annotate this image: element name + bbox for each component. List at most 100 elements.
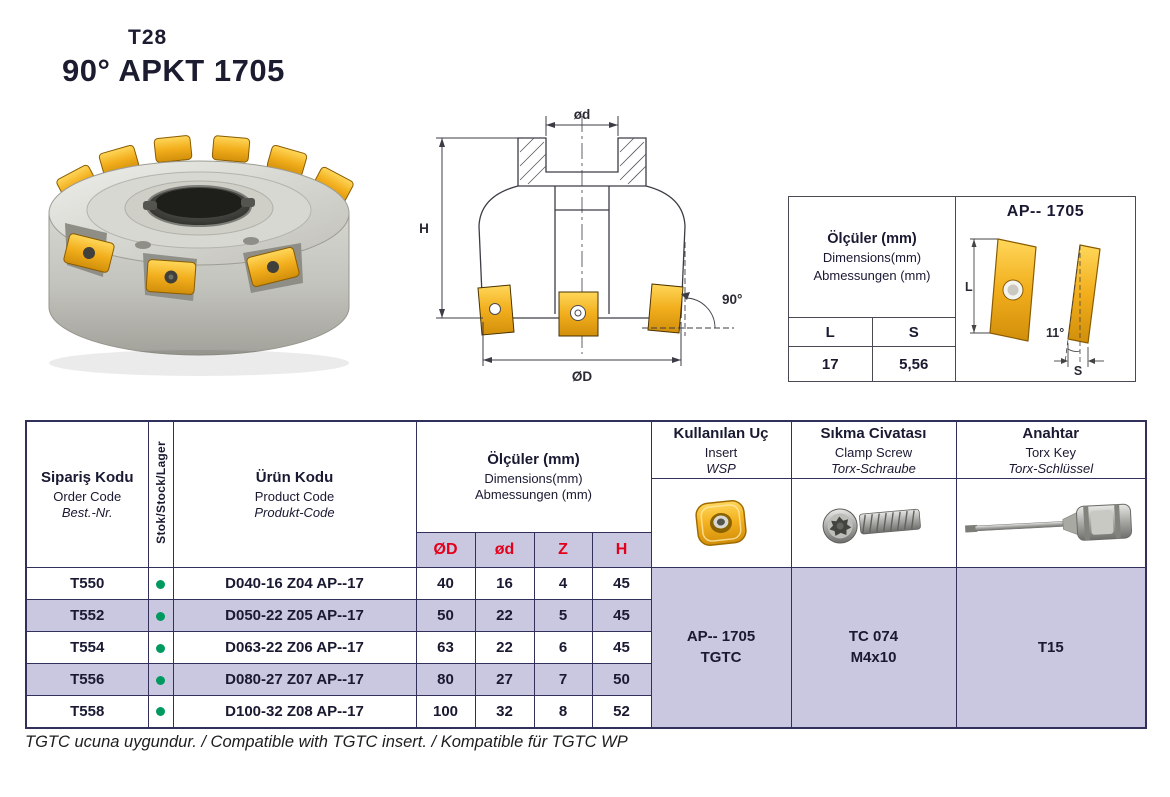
torx-key-photo: [964, 503, 1132, 541]
insert-spec-header-row: L S: [789, 318, 955, 347]
dim-col-z: Z: [533, 531, 593, 569]
product-table: Sipariş Kodu Order Code Best.-Nr. Stok/S…: [25, 420, 1147, 729]
dim-dd-cell: 63: [415, 631, 476, 664]
dim-h-cell: 45: [591, 599, 652, 632]
col-header-torx-key: Anahtar Torx Key Torx-Schlüssel: [955, 420, 1147, 568]
key-header-tr: Anahtar: [1022, 424, 1080, 442]
insert-header-de: WSP: [706, 460, 736, 476]
insert-photo: [695, 500, 747, 546]
product-header-en: Product Code: [254, 489, 335, 504]
dim-h-cell: 52: [591, 695, 652, 728]
technical-drawing: ød H ØD 90°: [419, 107, 742, 384]
page-title: T28 90° APKT 1705: [62, 26, 285, 89]
clamp-header-labels: Sıkma Civatası Clamp Screw Torx-Schraube: [792, 422, 955, 479]
spec-value-s: 5,56: [899, 355, 929, 373]
insert-header-tr: Kullanılan Uç: [673, 424, 769, 442]
col-header-product-code: Ürün Kodu Product Code Produkt-Code: [172, 420, 417, 568]
product-code-cell: D100-32 Z08 AP--17: [172, 695, 417, 728]
product-code-cell: D040-16 Z04 AP--17: [172, 567, 417, 600]
order-header-de: Best.-Nr.: [61, 505, 113, 520]
order-code-cell: T554: [25, 631, 149, 664]
dim-z-cell: 6: [533, 631, 593, 664]
dim-label-lead-angle: 90°: [722, 292, 742, 307]
dim-z-cell: 7: [533, 663, 593, 696]
insert-header-en: Insert: [704, 444, 738, 460]
dims-label-de: Abmessungen (mm): [813, 268, 931, 283]
order-code-cell: T550: [25, 567, 149, 600]
insert-spec-dims-label: Ölçüler (mm) Dimensions(mm) Abmessungen …: [789, 197, 955, 318]
order-header-tr: Sipariş Kodu: [40, 469, 134, 486]
product-title: 90° APKT 1705: [62, 53, 285, 88]
stock-cell: [147, 663, 174, 696]
insert-spec-value-row: 17 5,56: [789, 347, 955, 381]
model-code: T28: [128, 26, 168, 49]
table-row: T554 D063-22 Z06 AP--17 63 22 6 45: [25, 631, 1146, 664]
insert-designation: AP-- 1705: [1006, 203, 1085, 220]
clamp-value-line1: TC 074: [848, 628, 899, 646]
dim-col-d: ød: [474, 531, 535, 569]
stock-header-label: Stok/Stock/Lager: [153, 440, 168, 544]
dim-d-cell: 32: [474, 695, 535, 728]
key-header-labels: Anahtar Torx Key Torx-Schlüssel: [957, 422, 1145, 479]
clamp-screw-photo-wrap: [792, 479, 955, 567]
clamp-value-line2: M4x10: [850, 649, 897, 667]
dims-label-tr: Ölçüler (mm): [827, 231, 917, 247]
table-row: T550 D040-16 Z04 AP--17 40 16 4 45 AP-- …: [25, 567, 1147, 728]
col-header-clamp-screw: Sıkma Civatası Clamp Screw Torx-Schraube: [790, 420, 957, 568]
dim-col-h: H: [591, 531, 652, 569]
spec-col-l: L: [789, 318, 873, 346]
torx-key-photo-wrap: [957, 479, 1145, 567]
product-header-de: Produkt-Code: [254, 505, 335, 520]
spec-col-s: S: [908, 323, 919, 341]
dim-label-s: S: [1074, 364, 1082, 377]
order-code-cell: T558: [25, 695, 149, 728]
dim-z-cell: 4: [533, 567, 593, 600]
cutter-photo: [48, 135, 354, 376]
key-header-de: Torx-Schlüssel: [1008, 460, 1094, 476]
dim-z-cell: 5: [533, 599, 593, 632]
dim-h-cell: 50: [591, 663, 652, 696]
stock-dot: [156, 579, 165, 589]
dim-h-cell: 45: [591, 567, 652, 600]
insert-photo-wrap: [652, 479, 790, 567]
dim-dd-cell: 50: [415, 599, 476, 632]
order-code-cell: T556: [25, 663, 149, 696]
col-header-stock: Stok/Stock/Lager: [147, 420, 174, 568]
insert-value-line1: AP-- 1705: [686, 628, 756, 646]
col-header-dimensions: Ölçüler (mm) Dimensions(mm) Abmessungen …: [415, 420, 652, 533]
insert-value-line2: TGTC: [700, 649, 742, 667]
clamp-merged-cell: TC 074 M4x10: [790, 567, 957, 728]
dim-d-cell: 22: [474, 631, 535, 664]
dims-header-de: Abmessungen (mm): [474, 487, 593, 503]
insert-merged-cell: AP-- 1705 TGTC: [650, 567, 792, 728]
insert-spec-box: Ölçüler (mm) Dimensions(mm) Abmessungen …: [788, 196, 1136, 382]
product-code-cell: D050-22 Z05 AP--17: [172, 599, 417, 632]
col-header-insert: Kullanılan Uç Insert WSP: [650, 420, 792, 568]
insert-header-labels: Kullanılan Uç Insert WSP: [652, 422, 790, 479]
dim-label-diameter: ØD: [572, 369, 593, 384]
insert-spec-table: Ölçüler (mm) Dimensions(mm) Abmessungen …: [789, 197, 956, 381]
stock-cell: [147, 599, 174, 632]
order-code-cell: T552: [25, 599, 149, 632]
dim-dd-cell: 100: [415, 695, 476, 728]
order-header-en: Order Code: [53, 489, 122, 504]
dims-label-en: Dimensions(mm): [822, 250, 922, 265]
key-header-en: Torx Key: [1025, 444, 1077, 460]
key-merged-cell: T15: [955, 567, 1147, 728]
dims-header-tr: Ölçüler (mm): [487, 451, 580, 469]
stock-cell: [147, 695, 174, 728]
stock-cell: [147, 631, 174, 664]
clamp-header-en: Clamp Screw: [834, 444, 913, 460]
spec-value-l: 17: [789, 347, 873, 381]
dim-d-cell: 16: [474, 567, 535, 600]
clamp-header-de: Torx-Schraube: [831, 460, 916, 476]
dim-d-cell: 27: [474, 663, 535, 696]
dims-header-en: Dimensions(mm): [484, 471, 583, 487]
insert-views-drawing: L 11° S: [965, 238, 1104, 377]
compatibility-note: TGTC ucuna uygundur. / Compatible with T…: [25, 733, 628, 751]
table-row: T558 D100-32 Z08 AP--17 100 32 8 52: [25, 695, 1146, 728]
dim-dd-cell: 40: [415, 567, 476, 600]
stock-dot: [156, 611, 165, 621]
dim-h-cell: 45: [591, 631, 652, 664]
